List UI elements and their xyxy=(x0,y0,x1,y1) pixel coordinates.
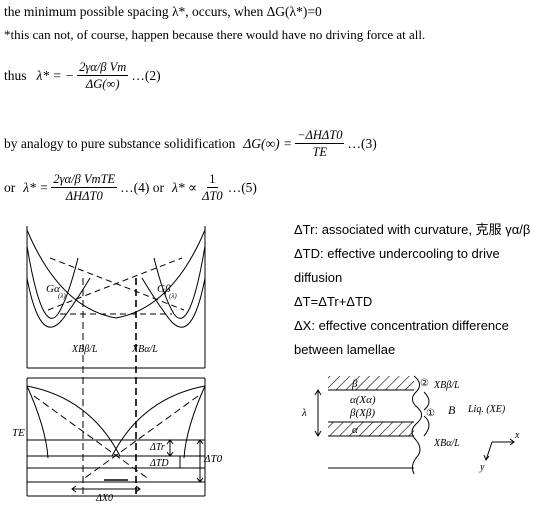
y-axis-arrowhead xyxy=(483,454,490,462)
metastable-line-1 xyxy=(33,395,151,481)
or-label: or xyxy=(4,179,16,195)
eq4-tag: …(4) or xyxy=(120,179,165,195)
text-footnote: *this can not, of course, happen because… xyxy=(4,27,426,42)
lamella-beta-label: β xyxy=(351,378,358,390)
eq2-tag: …(2) xyxy=(131,67,161,83)
g-alpha-sub: (λ) xyxy=(58,292,66,300)
x-axis-arrowhead xyxy=(509,438,515,446)
free-energy-phase-diagram: Gα (λ) Gβ (λ) XBβ/L XBα/L TE ΔTr ΔTD ΔT0… xyxy=(12,226,223,504)
dx0-label: ΔX0 xyxy=(95,493,113,504)
eq4-denominator: ΔHΔT0 xyxy=(65,189,103,203)
eq2-denominator: ΔG(∞) xyxy=(85,77,120,91)
circle-1-label: ① xyxy=(426,408,435,419)
text-line-minimum-spacing: the minimum possible spacing λ*, occurs,… xyxy=(4,4,322,19)
eq2-numerator: 2γα/β Vm xyxy=(77,60,129,76)
dt0-label: ΔT0 xyxy=(203,453,223,465)
eq2-fraction: 2γα/β Vm ΔG(∞) xyxy=(77,60,129,91)
g-alpha-label: Gα xyxy=(46,283,60,295)
lambda-arrowheads xyxy=(314,389,322,437)
liquid-label: Liq. (XE) xyxy=(467,404,506,415)
x-axis-label: x xyxy=(514,430,520,441)
g-beta-sub: (λ) xyxy=(169,292,177,300)
dtr-arrowheads xyxy=(166,439,174,457)
eq4-lhs: λ* = xyxy=(23,179,49,195)
eq3-numerator: −ΔHΔT0 xyxy=(295,128,345,144)
eq3-denominator: TE xyxy=(312,145,328,159)
notes-block: ΔTr: associated with curvature, 克服 γα/β … xyxy=(294,218,530,362)
lambda-label: λ xyxy=(301,407,307,419)
y-axis-label: y xyxy=(479,462,485,473)
equation-2: thus λ* = − 2γα/β Vm ΔG(∞) …(2) xyxy=(4,60,161,91)
xb-beta-l-label: XBβ/L xyxy=(71,344,98,355)
alpha-lamella-mid xyxy=(328,422,414,436)
solid-liquid-interface xyxy=(411,375,422,475)
eq4-fraction: 2γα/β VmTE ΔHΔT0 xyxy=(51,172,118,203)
alpha-curve-lambda xyxy=(26,277,91,328)
equation-4-5: or λ* = 2γα/β VmTE ΔHΔT0 …(4) or λ* ∝ 1 … xyxy=(4,172,257,203)
note-dtr: ΔTr: associated with curvature, 克服 γα/β xyxy=(294,222,531,237)
lamellae-schematic: β α(Xα) β(Xβ) α λ B Liq. (XE) XBβ/L XBα/… xyxy=(301,375,520,475)
metastable-line-2 xyxy=(81,395,199,481)
g-beta-label: Gβ xyxy=(157,283,171,295)
solidus-left xyxy=(26,385,49,459)
equation-3: by analogy to pure substance solidificat… xyxy=(4,128,377,159)
liquidus-right xyxy=(111,385,206,457)
eq5-numerator: 1 xyxy=(207,172,218,188)
liquidus-left xyxy=(26,385,121,457)
lamella-alpha-x-label: α(Xα) xyxy=(350,394,376,406)
te-label: TE xyxy=(12,427,25,439)
circle-2-label: ② xyxy=(420,378,429,389)
eq4-numerator: 2γα/β VmTE xyxy=(51,172,118,188)
tangent-line-1 xyxy=(47,257,183,311)
dt0-arrowheads xyxy=(196,439,204,483)
alpha-curve-equilibrium xyxy=(26,245,79,319)
eq3-tag: …(3) xyxy=(347,135,377,151)
solidus-right xyxy=(183,385,206,459)
diffusion-arrow-up xyxy=(423,391,430,411)
b-label: B xyxy=(448,403,456,417)
xb-beta-l-lamella-label: XBβ/L xyxy=(433,380,460,391)
y-axis-arrow xyxy=(485,441,493,461)
note-dx-line1: ΔX: effective concentration difference xyxy=(294,318,509,333)
dx0-arrowheads xyxy=(71,485,141,493)
thus-label: thus xyxy=(4,67,27,83)
beta-lamella-top xyxy=(328,376,414,390)
eq3-lhs: ΔG(∞) = xyxy=(243,135,293,151)
note-dtd-line1: ΔTD: effective undercooling to drive xyxy=(294,246,500,261)
eq3-fraction: −ΔHΔT0 TE xyxy=(295,128,345,159)
tangent-line-2 xyxy=(49,257,185,311)
lamella-beta-x-label: β(Xβ) xyxy=(349,407,375,419)
lamella-alpha-label: α xyxy=(352,424,358,436)
note-dx-line2: between lamellae xyxy=(294,342,396,357)
eq5-fraction: 1 ΔT0 xyxy=(200,172,225,203)
beta-curve-equilibrium xyxy=(153,245,206,319)
eq5-denominator: ΔT0 xyxy=(202,189,223,203)
xb-alpha-l-label: XBα/L xyxy=(131,344,158,355)
dtr-label: ΔTr xyxy=(149,442,165,453)
liquid-free-energy-curve xyxy=(26,229,206,319)
dtd-label: ΔTD xyxy=(149,458,169,469)
eq5-lhs: λ* ∝ xyxy=(172,179,198,195)
beta-curve-lambda xyxy=(141,277,206,328)
eq5-tag: …(5) xyxy=(227,179,257,195)
diffusion-arrow-down xyxy=(423,415,430,437)
note-dt: ΔT=ΔTr+ΔTD xyxy=(294,294,373,309)
note-dtd-line2: diffusion xyxy=(294,270,343,285)
xb-alpha-l-lamella-label: XBα/L xyxy=(433,438,460,449)
eq2-lhs: λ* = − xyxy=(36,67,75,83)
analogy-label: by analogy to pure substance solidificat… xyxy=(4,135,236,151)
